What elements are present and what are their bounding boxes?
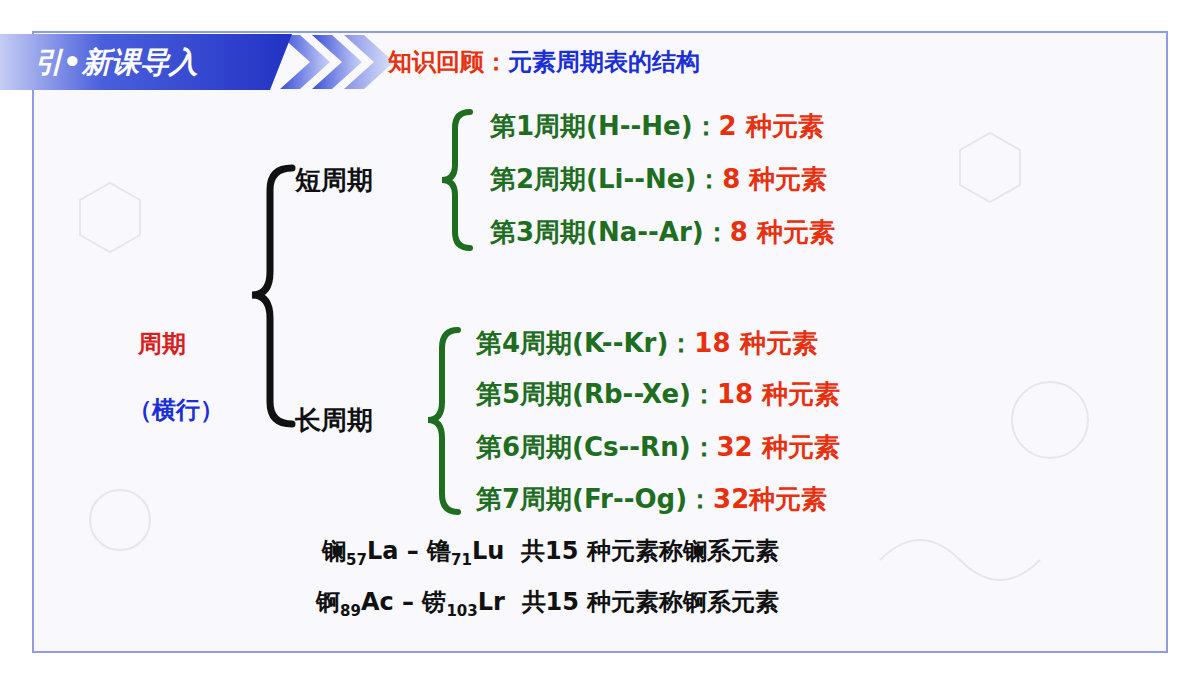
text-row: 第3周期(Na--Ar)：8 种元素	[490, 215, 835, 250]
text-row: 短周期	[295, 163, 373, 198]
text-row: 第1周期(H--He)：2 种元素	[490, 109, 824, 144]
short-brace	[442, 112, 470, 248]
panel	[33, 32, 1167, 652]
label-text: 锕	[316, 586, 340, 618]
header-chevrons	[280, 35, 394, 89]
label-text: 周期	[138, 328, 186, 360]
label-text: Ac – 铹	[361, 586, 447, 618]
label-text: 长周期	[295, 403, 373, 438]
label-text: Lr 共15 种元素称锕系元素	[478, 586, 780, 618]
label-text: 8 种元素	[722, 162, 827, 197]
text-row: 镧57La – 镥71Lu 共15 种元素称镧系元素	[322, 535, 779, 567]
long-brace	[428, 330, 458, 512]
text-row: （横行）	[128, 394, 224, 426]
text-row: 知识回顾：元素周期表的结构	[388, 46, 700, 78]
label-text: 镧	[322, 535, 346, 567]
label-text: 第6周期(Cs--Rn)：	[476, 430, 717, 465]
main-brace	[252, 168, 292, 424]
label-text: 2 种元素	[719, 109, 824, 144]
atomic-number: 71	[451, 551, 472, 569]
faint-doodles	[80, 133, 1088, 580]
label-text: 第3周期(Na--Ar)：	[490, 215, 730, 250]
text-row: 第5周期(Rb--Xe)：18 种元素	[476, 377, 840, 412]
label-text: 第5周期(Rb--Xe)：	[476, 377, 717, 412]
label-text: 元素周期表的结构	[508, 46, 700, 78]
header-banner: 引•新课导入	[0, 34, 292, 90]
label-text: Lu 共15 种元素称镧系元素	[472, 535, 779, 567]
brackets	[252, 112, 470, 512]
label-text: 32种元素	[713, 482, 827, 517]
label-text: 8 种元素	[730, 215, 835, 250]
label-text: 第7周期(Fr--Og)：	[476, 482, 713, 517]
atomic-number: 89	[340, 602, 361, 620]
label-text: 短周期	[295, 163, 373, 198]
text-row: 第6周期(Cs--Rn)：32 种元素	[476, 430, 840, 465]
text-row: 第4周期(K--Kr)：18 种元素	[476, 326, 818, 361]
text-row: 长周期	[295, 403, 373, 438]
label-text: 18 种元素	[717, 377, 840, 412]
text-row: 第7周期(Fr--Og)：32种元素	[476, 482, 827, 517]
banner-title: 引•新课导入	[0, 34, 232, 90]
label-text: 32 种元素	[717, 430, 840, 465]
text-row: 周期	[138, 328, 186, 360]
text-row: 第2周期(Li--Ne)：8 种元素	[490, 162, 827, 197]
text-row: 锕89Ac – 铹103Lr 共15 种元素称锕系元素	[316, 586, 779, 618]
label-text: 第1周期(H--He)：	[490, 109, 719, 144]
label-text: 第2周期(Li--Ne)：	[490, 162, 722, 197]
atomic-number: 57	[346, 551, 367, 569]
label-text: （横行）	[128, 394, 224, 426]
label-text: 18 种元素	[694, 326, 817, 361]
label-text: 第4周期(K--Kr)：	[476, 326, 694, 361]
label-text: La – 镥	[367, 535, 451, 567]
atomic-number: 103	[446, 602, 477, 620]
label-text: 知识回顾：	[388, 46, 508, 78]
